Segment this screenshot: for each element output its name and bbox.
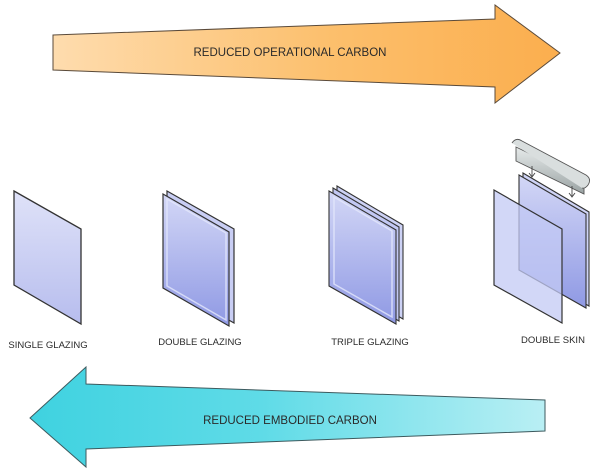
embodied-carbon-arrow: REDUCED EMBODIED CARBON — [29, 365, 546, 469]
arrow-shape-left — [29, 365, 546, 469]
double-skin-illustration — [493, 138, 591, 325]
operational-carbon-label: REDUCED OPERATIONAL CARBON — [194, 47, 387, 59]
double-glazing-label: DOUBLE GLAZING — [158, 337, 241, 348]
rail-icon — [511, 138, 591, 195]
single-glazing-label: SINGLE GLAZING — [8, 340, 87, 351]
operational-carbon-arrow: REDUCED OPERATIONAL CARBON — [52, 4, 561, 105]
arrow-shape-right — [52, 4, 561, 105]
glass-pane-inner — [333, 195, 393, 319]
triple-glazing-label: TRIPLE GLAZING — [331, 337, 409, 348]
double-skin-label: DOUBLE SKIN — [521, 335, 585, 346]
triple-glazing-illustration — [328, 185, 404, 325]
glass-pane-inner — [166, 197, 227, 322]
single-glazing-illustration — [13, 189, 82, 326]
embodied-carbon-label: REDUCED EMBODIED CARBON — [203, 415, 377, 427]
arrow-down-icon — [568, 186, 576, 198]
glass-pane-front — [493, 188, 563, 325]
glass-pane-front — [162, 192, 230, 328]
arrow-down-icon — [528, 166, 536, 178]
glass-pane-front — [328, 190, 397, 325]
double-glazing-illustration — [162, 189, 235, 328]
glass-pane — [13, 189, 82, 326]
